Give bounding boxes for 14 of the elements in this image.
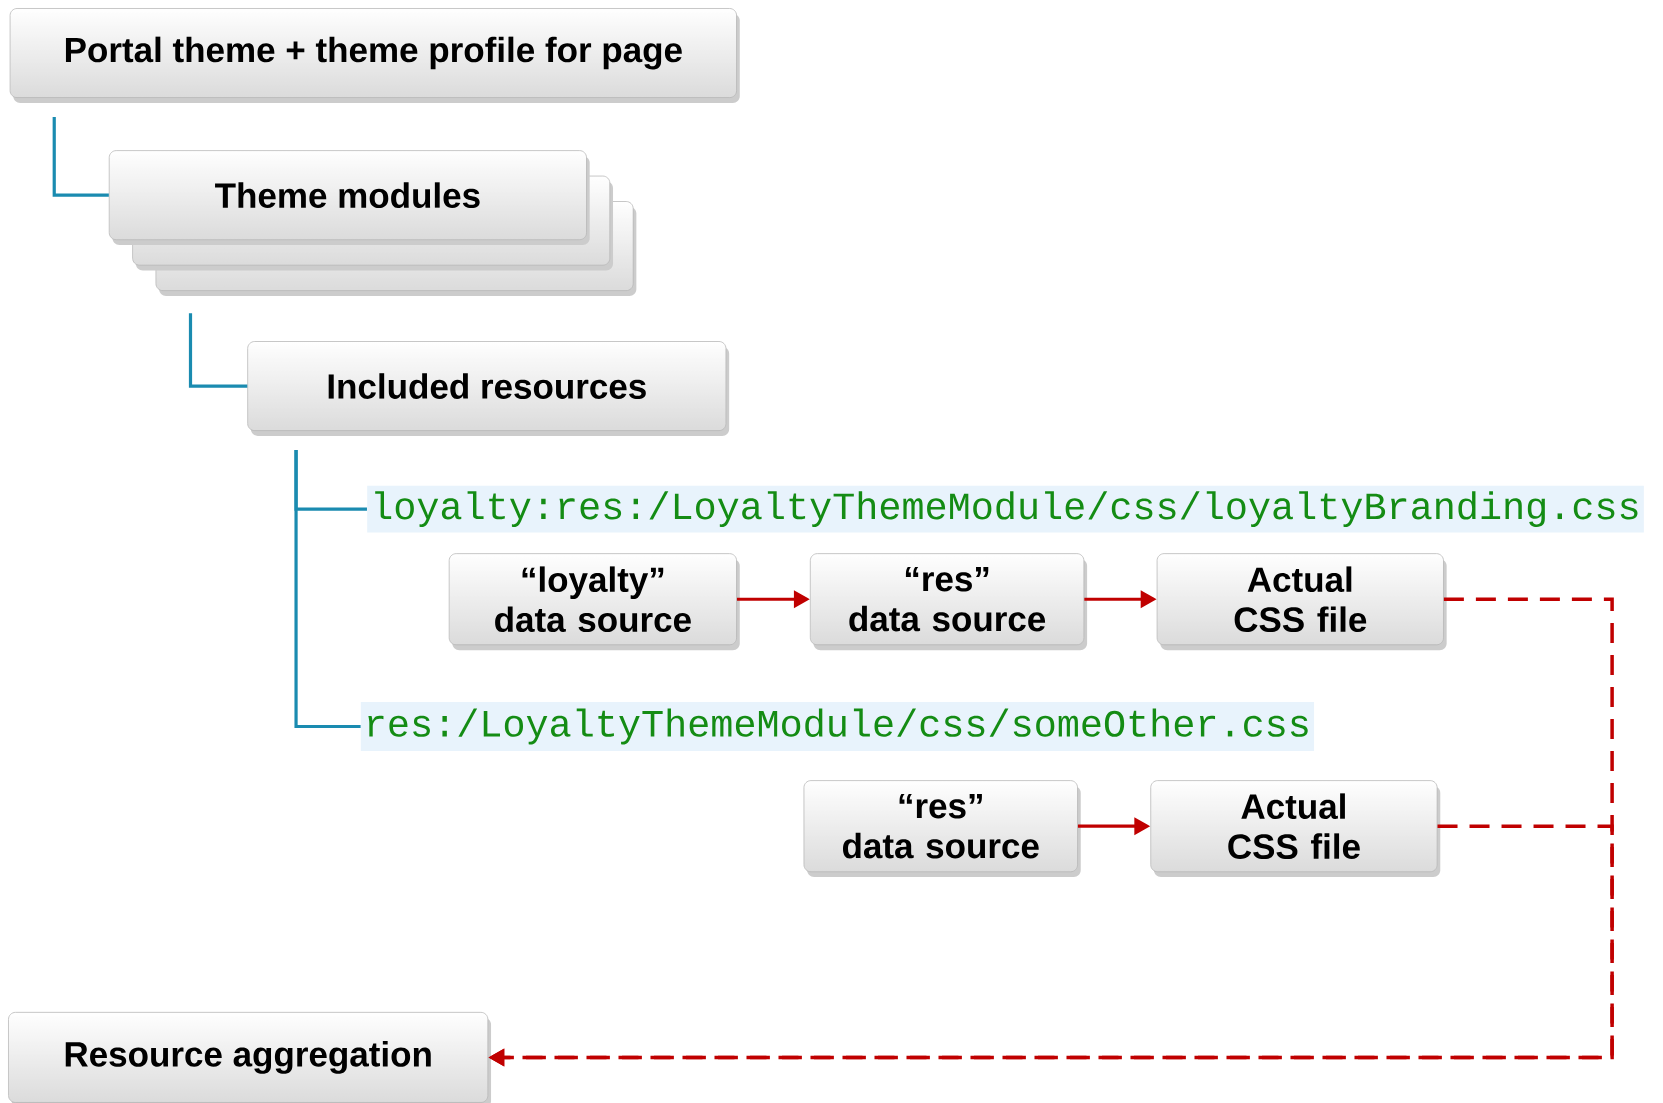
code-path-text: loyalty:res:/LoyaltyThemeModule/css/loyaltyBranding.css [367,485,1644,533]
rounded-box: Actual CSS file [1150,780,1441,878]
rounded-box: Actual CSS file [1156,553,1447,651]
rounded-box: “loyalty” data source [448,553,740,651]
rounded-box: Portal theme + theme profile for page [9,8,740,103]
stacked-box: Theme modules [108,150,637,296]
tree-connector [294,450,361,729]
code-path-text: res:/LoyaltyThemeModule/css/someOther.css [360,702,1315,751]
rounded-box: “res” data source [809,553,1088,651]
rounded-box: Resource aggregation [8,1011,492,1103]
tree-connector [52,117,109,197]
rounded-box: Included resources [247,341,730,436]
rounded-box: “res” data source [803,780,1081,878]
tree-connector [188,313,248,388]
